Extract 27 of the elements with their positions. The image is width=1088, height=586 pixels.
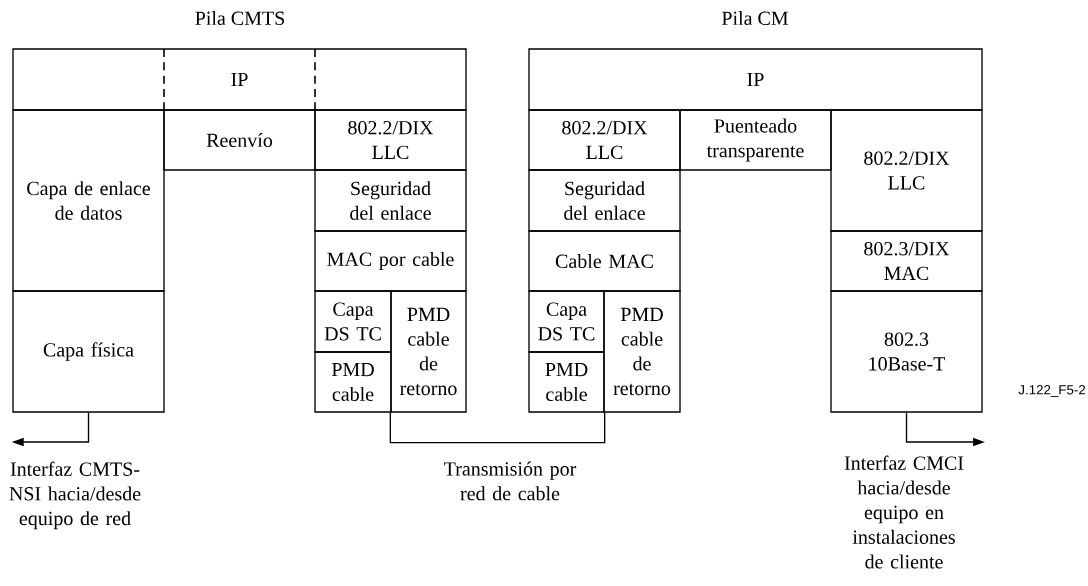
protocol-layer-box: 802.3 10Base-T [830,290,983,413]
interface-note: Interfaz CMTS-NSI hacia/desde equipo de red [9,461,141,530]
protocol-layer-box: 802.2/DIX LLC [528,109,681,171]
protocol-layer-box: Capa de enlace de datos [12,109,165,292]
protocol-layer-box: Seguridad del enlace [528,169,681,232]
interface-note: Interfaz CMCI hacia/desde equipo en instalaciones de cliente [844,455,964,569]
protocol-layer-box: PMD cable de retorno [603,290,681,413]
protocol-layer-box: IP [12,48,467,111]
protocol-layer-box: Reenvío [163,109,316,171]
protocol-layer-box: Seguridad del enlace [314,169,467,232]
protocol-layer-box: 802.2/DIX LLC [830,109,983,232]
protocol-layer-box: Capa física [12,290,165,413]
figure-id: J.122_F5-2 [1018,385,1086,397]
protocol-layer-box: Capa DS TC [528,290,605,353]
protocol-layer-box: 802.2/DIX LLC [314,109,467,171]
protocol-layer-box: PMD cable [528,351,605,413]
stack-title: Pila CMTS [195,11,285,26]
protocol-layer-box: Cable MAC [528,230,681,292]
protocol-layer-box: 802.3/DIX MAC [830,230,983,292]
network-note: Transmisión por red de cable [444,461,577,501]
protocol-layer-box: PMD cable [314,351,392,413]
protocol-layer-box: IP [528,48,983,111]
stack-title: Pila CM [722,11,789,26]
protocol-layer-box: Capa DS TC [314,290,392,353]
protocol-layer-box: Puenteado transparente [679,109,832,171]
protocol-layer-box: PMD cable de retorno [390,290,467,413]
protocol-layer-box: MAC por cable [314,230,467,292]
